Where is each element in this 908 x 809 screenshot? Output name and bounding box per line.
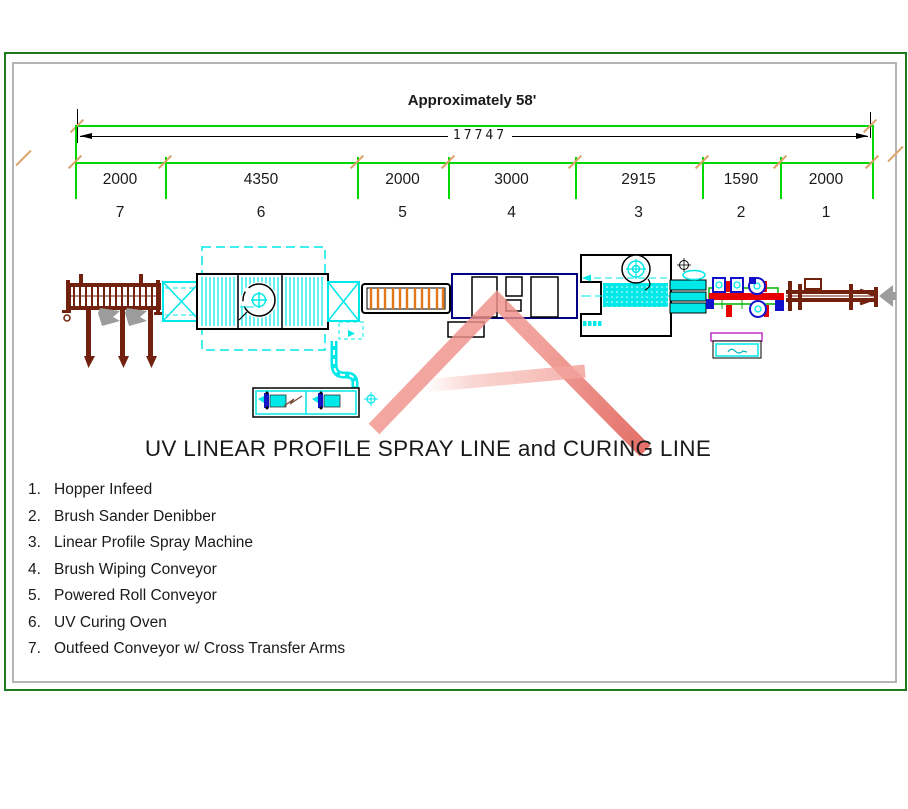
legend-item-label: Brush Wiping Conveyor xyxy=(54,560,217,578)
oven-outfeed-section-drawing xyxy=(327,281,360,322)
equipment-legend: 1.Hopper Infeed 2.Brush Sander Denibber … xyxy=(28,477,345,663)
spray-machine-drawing xyxy=(580,254,707,337)
legend-item-label: Brush Sander Denibber xyxy=(54,507,216,525)
machine-line-drawing xyxy=(62,246,896,418)
segment-boundary xyxy=(702,157,704,199)
pipe-drawing xyxy=(330,321,378,406)
legend-item-number: 6. xyxy=(28,613,41,631)
segment-num: 2 xyxy=(736,204,746,221)
segment-dim: 4350 xyxy=(243,171,279,188)
flow-arrow-icon xyxy=(98,308,120,326)
pump-icon xyxy=(312,391,341,410)
dim-line-top xyxy=(75,125,872,127)
segment-dim: 1590 xyxy=(723,171,759,188)
legend-item: 2. Brush Sander Denibber xyxy=(28,504,345,531)
legend-item: 1. Hopper Infeed xyxy=(28,477,345,504)
roll-conveyor-drawing xyxy=(361,283,451,314)
ext-line-right xyxy=(870,112,871,138)
logo-watermark xyxy=(368,290,651,457)
segment-num: 6 xyxy=(256,204,266,221)
legend-item-number: 7. xyxy=(28,640,41,657)
legend-item-number: 4. xyxy=(28,560,41,578)
legend-item-number: 1. xyxy=(28,481,41,498)
zigzag-symbol-icon xyxy=(283,395,303,407)
segment-dim: 2000 xyxy=(385,171,420,188)
filter-box-drawing xyxy=(710,332,763,359)
arm-arrowhead-icon xyxy=(146,356,157,368)
flow-arrow-icon xyxy=(125,308,147,326)
legend-item-number: 2. xyxy=(28,507,41,525)
segment-boundary xyxy=(872,125,874,199)
oven-infeed-section-drawing xyxy=(162,281,201,322)
segment-num: 3 xyxy=(634,204,643,221)
brush-head-icon xyxy=(749,300,767,318)
segment-dim: 2000 xyxy=(102,171,138,188)
segment-boundary xyxy=(780,157,782,199)
legend-item-label: Outfeed Conveyor w/ Cross Transfer Arms xyxy=(54,640,346,657)
segment-dim: 2000 xyxy=(808,171,844,188)
legend-item-number: 5. xyxy=(28,587,41,604)
legend-item: 3. Linear Profile Spray Machine xyxy=(28,530,345,557)
segment-boundary xyxy=(75,125,77,199)
hopper-infeed-drawing xyxy=(786,278,896,311)
legend-item: 4. Brush Wiping Conveyor xyxy=(28,557,345,584)
segment-boundary xyxy=(165,157,167,199)
sheet-border-outer xyxy=(4,52,907,691)
total-dimension-value: 17747 xyxy=(452,128,508,143)
brush-head-icon xyxy=(730,277,744,293)
segment-num: 5 xyxy=(398,204,407,221)
segment-num: 7 xyxy=(115,204,125,221)
segment-dim: 3000 xyxy=(494,171,529,188)
uv-curing-oven-drawing xyxy=(196,246,329,351)
ext-line-left xyxy=(77,109,78,143)
approx-length-label: Approximately 58' xyxy=(407,92,537,109)
denibber-drawing xyxy=(706,277,784,318)
legend-item-number: 3. xyxy=(28,534,41,551)
total-dim-line-left xyxy=(80,136,448,137)
dim-arrowhead-right-icon xyxy=(856,133,868,139)
legend-item: 7. Outfeed Conveyor w/ Cross Transfer Arm… xyxy=(28,636,345,663)
legend-item: 6. UV Curing Oven xyxy=(28,610,345,637)
drawing-title: UV LINEAR PROFILE SPRAY LINE and CURING … xyxy=(144,436,712,461)
segment-num: 1 xyxy=(821,204,831,221)
infeed-arrow-icon xyxy=(879,285,896,307)
arm-arrowhead-icon xyxy=(118,356,129,368)
outfeed-conveyor-drawing xyxy=(62,274,165,368)
segment-boundary xyxy=(448,157,450,199)
segment-dim: 2915 xyxy=(621,171,656,188)
brush-head-icon xyxy=(712,277,726,293)
legend-item: 5. Powered Roll Conveyor xyxy=(28,583,345,610)
pump-unit-drawing xyxy=(252,387,360,418)
legend-item-label: Powered Roll Conveyor xyxy=(54,587,217,604)
legend-item-label: UV Curing Oven xyxy=(54,613,167,631)
segment-boundary xyxy=(575,157,577,199)
arm-arrowhead-icon xyxy=(84,356,95,368)
dim-line-segments xyxy=(75,162,872,164)
legend-item-label: Linear Profile Spray Machine xyxy=(54,534,254,551)
segment-num: 4 xyxy=(507,204,516,221)
pump-icon xyxy=(258,391,287,410)
legend-item-label: Hopper Infeed xyxy=(54,481,153,498)
total-dim-line-right xyxy=(512,136,868,137)
sheet-border-inner xyxy=(12,62,897,683)
segment-boundary xyxy=(357,157,359,199)
wave-symbol-icon xyxy=(727,348,748,354)
dim-arrowhead-left-icon xyxy=(80,133,92,139)
